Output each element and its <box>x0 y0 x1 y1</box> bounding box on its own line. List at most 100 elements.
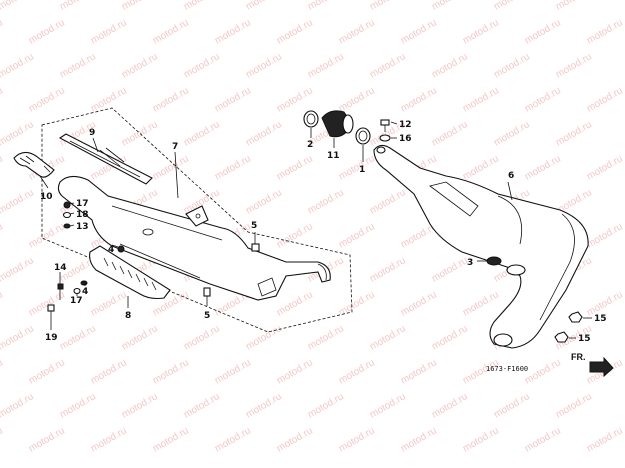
callout-16: 16 <box>399 134 412 144</box>
watermark-text: motod.ru <box>213 153 253 182</box>
watermark-text: motod.ru <box>120 391 160 420</box>
watermark-text: motod.ru <box>337 425 377 454</box>
watermark-text: motod.ru <box>151 425 191 454</box>
callout-1: 1 <box>359 165 365 175</box>
right-silencer <box>373 144 589 349</box>
callout-4a: 4 <box>108 245 114 255</box>
watermark-text: motod.ru <box>0 289 5 318</box>
watermark-text: motod.ru <box>27 221 67 250</box>
watermark-text: motod.ru <box>399 357 439 386</box>
watermark-text: motod.ru <box>368 187 408 216</box>
watermark-text: motod.ru <box>368 255 408 284</box>
callout-15b: 15 <box>578 334 591 344</box>
front-direction-arrow: FR. <box>571 352 614 378</box>
watermark-text: motod.ru <box>0 187 36 216</box>
watermark-text: motod.ru <box>151 357 191 386</box>
left-muffler <box>57 175 331 301</box>
leader-lines <box>39 121 592 339</box>
callouts: 1 2 3 4 4 5 5 6 7 8 9 10 11 12 13 14 15 … <box>40 120 607 344</box>
exhaust-elbow <box>13 151 55 178</box>
watermark-text: motod.ru <box>27 289 67 318</box>
watermark-text: motod.ru <box>523 85 563 114</box>
watermark-text: motod.ru <box>0 391 36 420</box>
watermark-text: motod.ru <box>523 357 563 386</box>
watermark-text: motod.ru <box>275 425 315 454</box>
callout-6: 6 <box>508 171 514 181</box>
callout-17b: 17 <box>70 296 83 306</box>
callout-5a: 5 <box>251 221 257 231</box>
watermark-text: motod.ru <box>244 323 284 352</box>
front-direction-label: FR. <box>571 352 586 362</box>
watermark-text: motod.ru <box>58 323 98 352</box>
watermark-text: motod.ru <box>492 0 532 13</box>
watermark-text: motod.ru <box>430 0 470 13</box>
watermark-text: motod.ru <box>554 391 594 420</box>
watermark-text: motod.ru <box>0 119 36 148</box>
watermark-text: motod.ru <box>430 119 470 148</box>
watermark-text: motod.ru <box>0 255 36 284</box>
callout-15a: 15 <box>594 314 607 324</box>
watermark-text: motod.ru <box>430 51 470 80</box>
bolt-washer <box>379 119 391 142</box>
watermark-text: motod.ru <box>461 289 501 318</box>
watermark-text: motod.ru <box>554 119 594 148</box>
watermark-text: motod.ru <box>275 17 315 46</box>
watermark-text: motod.ru <box>275 85 315 114</box>
watermark-text: motod.ru <box>368 51 408 80</box>
watermark-text: motod.ru <box>306 0 346 13</box>
watermark-text: motod.ru <box>58 51 98 80</box>
watermark-text: motod.ru <box>27 85 67 114</box>
watermark-text: motod.ru <box>275 153 315 182</box>
watermark-text: motod.ru <box>244 391 284 420</box>
watermark-text: motod.ru <box>492 391 532 420</box>
watermark-text: motod.ru <box>306 51 346 80</box>
watermark-text: motod.ru <box>0 153 5 182</box>
watermark-text: motod.ru <box>213 425 253 454</box>
watermark-text: motod.ru <box>89 357 129 386</box>
watermark-text: motod.ru <box>27 357 67 386</box>
watermark-text: motod.ru <box>244 0 284 13</box>
nuts <box>554 311 583 343</box>
watermark-text: motod.ru <box>213 85 253 114</box>
watermark-text: motod.ru <box>585 85 625 114</box>
watermark-text: motod.ru <box>0 425 5 454</box>
watermark-text: motod.ru <box>182 0 222 13</box>
diagram-code: 1673-F1600 <box>486 365 528 373</box>
callout-17a: 17 <box>76 199 89 209</box>
watermark-text: motod.ru <box>523 425 563 454</box>
callout-9: 9 <box>89 128 95 138</box>
watermark-text: motod.ru <box>0 323 36 352</box>
watermark-text: motod.ru <box>213 357 253 386</box>
watermark-text: motod.ru <box>0 357 5 386</box>
watermark-text: motod.ru <box>0 221 5 250</box>
callout-13: 13 <box>76 222 89 232</box>
watermark-text: motod.ru <box>492 51 532 80</box>
watermark-text: motod.ru <box>585 153 625 182</box>
callout-3: 3 <box>467 258 473 268</box>
watermark-text: motod.ru <box>337 17 377 46</box>
watermark-text: motod.ru <box>585 425 625 454</box>
watermark-text: motod.ru <box>368 0 408 13</box>
watermark-text: motod.ru <box>337 357 377 386</box>
watermark-text: motod.ru <box>399 425 439 454</box>
watermark-text: motod.ru <box>58 391 98 420</box>
watermark-text: motod.ru <box>0 17 5 46</box>
watermark-text: motod.ru <box>151 85 191 114</box>
watermark-text: motod.ru <box>213 17 253 46</box>
watermark-text: motod.ru <box>120 0 160 13</box>
watermark-text: motod.ru <box>523 17 563 46</box>
watermark-text: motod.ru <box>461 85 501 114</box>
watermark-text: motod.ru <box>0 85 5 114</box>
callout-18: 18 <box>76 210 89 220</box>
watermark-text: motod.ru <box>461 425 501 454</box>
left-hardware <box>47 201 260 322</box>
watermark-text: motod.ru <box>461 17 501 46</box>
watermark-text: motod.ru <box>306 187 346 216</box>
callout-7: 7 <box>172 142 178 152</box>
watermark-text: motod.ru <box>27 17 67 46</box>
callout-10: 10 <box>40 192 53 202</box>
watermark-text: motod.ru <box>399 17 439 46</box>
watermark-text: motod.ru <box>275 221 315 250</box>
